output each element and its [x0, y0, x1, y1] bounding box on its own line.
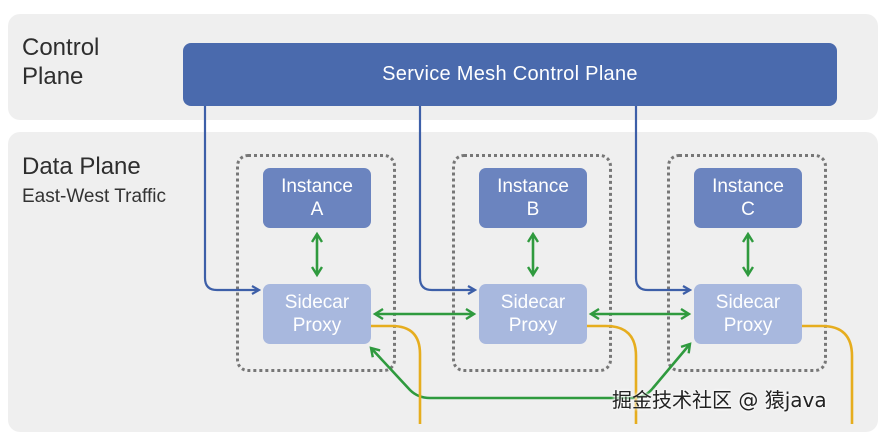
service-mesh-control-plane-bar: Service Mesh Control Plane — [183, 43, 837, 106]
pod-a — [236, 154, 396, 372]
control-plane-bar-label: Service Mesh Control Plane — [382, 63, 638, 85]
sidecar-proxy-a-box: Sidecar Proxy — [263, 284, 371, 344]
return-path-arrow — [371, 344, 690, 400]
watermark-text: 掘金技术社区 @ 猿java — [612, 388, 827, 412]
sidecar-proxy-c-box: Sidecar Proxy — [694, 284, 802, 344]
data-plane-subtitle: East-West Traffic — [22, 186, 166, 207]
instance-b-box: Instance B — [479, 168, 587, 228]
instance-a-box: Instance A — [263, 168, 371, 228]
egress-line-b — [587, 324, 638, 424]
egress-line-c — [802, 324, 854, 424]
control-arrow-a — [203, 106, 259, 290]
instance-c-box: Instance C — [694, 168, 802, 228]
control-arrow-c — [634, 106, 690, 290]
egress-line-a — [371, 324, 422, 424]
sidecar-proxy-b-box: Sidecar Proxy — [479, 284, 587, 344]
pod-b — [452, 154, 612, 372]
control-arrow-b — [418, 106, 475, 290]
data-plane-title: Data Plane — [22, 153, 141, 180]
control-plane-title: Control Plane — [22, 34, 100, 90]
pod-c — [667, 154, 827, 372]
